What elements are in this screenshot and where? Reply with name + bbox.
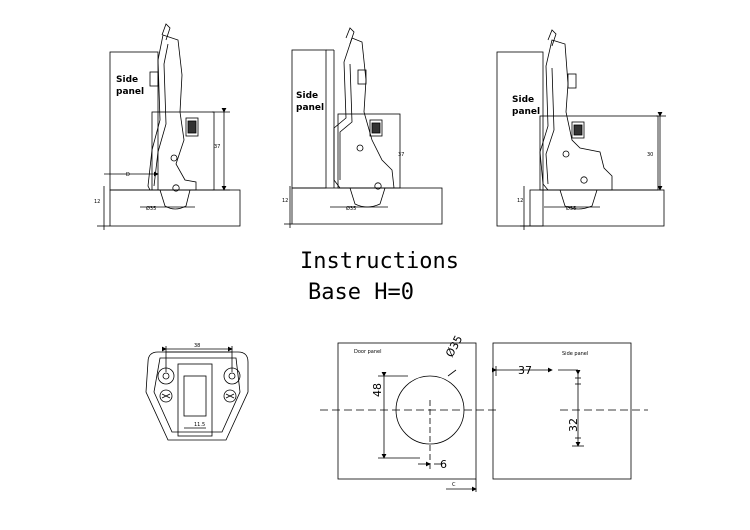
door-panel-dim-height: 48 xyxy=(371,383,384,397)
side-view-1-label-2: panel xyxy=(116,87,144,97)
side-view-3-dim-cup: Ø35 xyxy=(566,205,576,212)
door-panel-dim-offset: 6 xyxy=(440,458,447,471)
side-view-1-dim-d: D xyxy=(126,172,130,178)
side-panel-drawing xyxy=(492,342,648,480)
side-view-1-dim-base: 12 xyxy=(94,199,100,205)
side-view-2 xyxy=(284,27,443,228)
side-view-1-dim-height: 37 xyxy=(214,144,220,150)
side-view-2-label-2: panel xyxy=(296,103,324,113)
side-view-1-label: Side xyxy=(116,75,138,85)
base-subtitle: Base H=0 xyxy=(308,280,414,305)
instructions-title: Instructions xyxy=(300,249,459,274)
side-view-1-dim-cup: Ø35 xyxy=(146,205,156,212)
bottom-view-dim-small: 11.5 xyxy=(194,422,205,428)
side-view-2-dim-cup: Ø35 xyxy=(346,205,356,212)
side-panel-label: Side panel xyxy=(562,351,588,357)
side-view-3-label: Side xyxy=(512,95,534,105)
door-panel-dim-diameter: Ø35 xyxy=(443,333,465,359)
door-panel-dim-c: C xyxy=(452,482,456,488)
hinge-bottom-view xyxy=(145,346,249,441)
side-view-1 xyxy=(97,23,241,230)
side-view-3-dim-base: 12 xyxy=(517,198,523,204)
door-panel-label: Door panel xyxy=(354,349,382,355)
side-panel-dim-32: 32 xyxy=(567,418,580,432)
bottom-view-dim-width: 38 xyxy=(194,343,200,349)
side-view-3-label-2: panel xyxy=(512,107,540,117)
side-view-2-dim-height: 37 xyxy=(398,152,404,158)
door-panel-drawing xyxy=(320,342,498,492)
side-view-3-dim-height: 30 xyxy=(647,152,653,158)
side-view-3 xyxy=(496,29,666,230)
side-view-2-label: Side xyxy=(296,91,318,101)
side-panel-dim-37: 37 xyxy=(518,364,532,377)
side-view-2-dim-base: 12 xyxy=(282,198,288,204)
